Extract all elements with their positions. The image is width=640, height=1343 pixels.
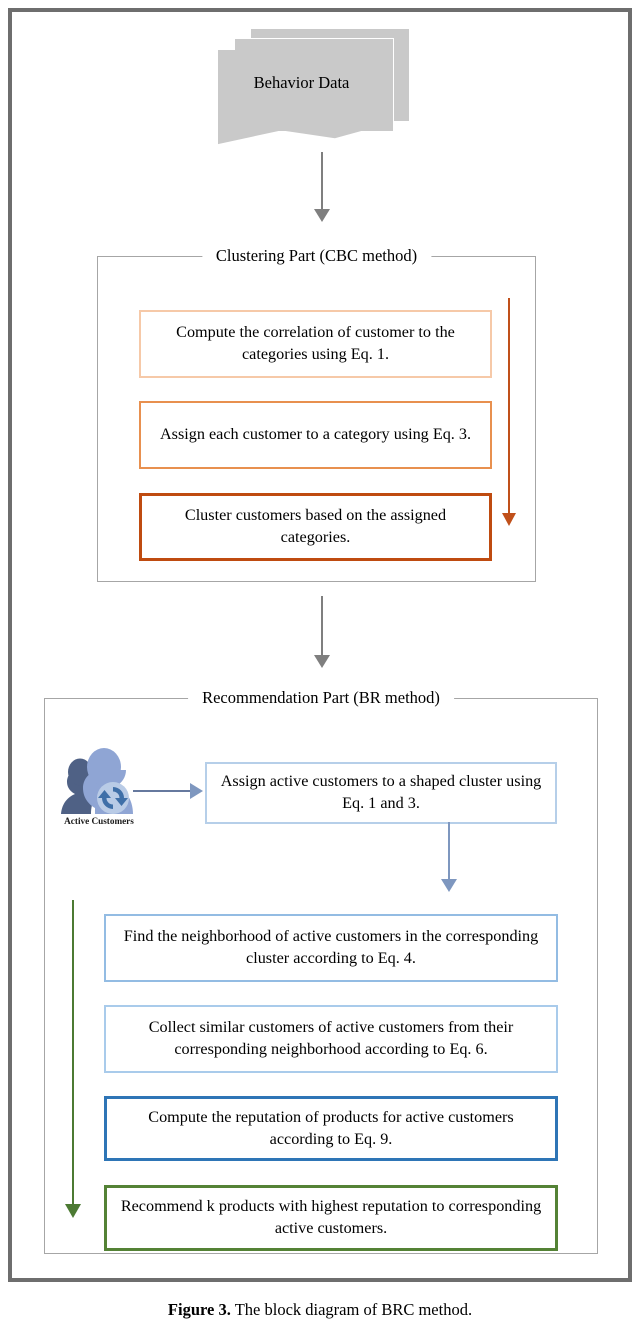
arrow-shaft — [321, 596, 323, 655]
behavior-data-node: Behavior Data — [218, 28, 418, 148]
active-customers-node: Active Customers — [52, 742, 146, 834]
arrow-shaft — [72, 900, 74, 1205]
arrow-head-icon — [65, 1204, 81, 1218]
document-sheet-front — [218, 50, 385, 145]
arrow-shaft — [321, 152, 323, 209]
recommendation-part-title: Recommendation Part (BR method) — [188, 688, 454, 708]
figure-caption: Figure 3. The block diagram of BRC metho… — [0, 1300, 640, 1320]
step-assign-customer-category-label: Assign each customer to a category using… — [159, 425, 472, 444]
step-cluster-customers[interactable]: Cluster customers based on the assigned … — [139, 493, 492, 561]
figure-caption-label: Figure 3. — [167, 1300, 231, 1319]
arrow-head-icon — [502, 513, 516, 526]
step-cluster-customers-label: Cluster customers based on the assigned … — [184, 506, 447, 546]
clustering-part-group: Clustering Part (CBC method) — [97, 246, 536, 582]
step-recommend-k-products-label: Recommend k products with highest reputa… — [120, 1197, 542, 1237]
figure-caption-text: The block diagram of BRC method. — [230, 1300, 473, 1319]
step-find-neighborhood[interactable]: Find the neighborhood of active customer… — [104, 914, 558, 982]
step-compute-correlation[interactable]: Compute the correlation of customer to t… — [139, 310, 492, 378]
step-recommend-k-products[interactable]: Recommend k products with highest reputa… — [104, 1185, 558, 1251]
arrow-actor-to-assign-step — [133, 782, 203, 800]
step-compute-correlation-label: Compute the correlation of customer to t… — [176, 323, 455, 363]
arrow-data-to-clustering — [312, 152, 332, 222]
brc-block-diagram: Behavior Data Clustering Part (CBC metho… — [44, 28, 598, 1254]
step-collect-similar-customers[interactable]: Collect similar customers of active cust… — [104, 1005, 558, 1073]
arrow-shaft — [133, 790, 190, 792]
two-people-sync-icon — [61, 748, 133, 814]
arrow-head-icon — [190, 783, 203, 799]
arrow-head-icon — [314, 209, 330, 222]
arrow-head-icon — [441, 879, 457, 892]
behavior-data-label: Behavior Data — [253, 73, 350, 92]
arrow-clustering-to-recommendation — [312, 596, 332, 668]
arrow-clustering-flow — [500, 298, 518, 526]
recommendation-part-group: Recommendation Part (BR method) — [44, 688, 598, 1254]
step-find-neighborhood-label: Find the neighborhood of active customer… — [123, 927, 539, 967]
step-assign-active-customers[interactable]: Assign active customers to a shaped clus… — [205, 762, 557, 824]
arrow-shaft — [508, 298, 510, 513]
step-collect-similar-customers-label: Collect similar customers of active cust… — [148, 1018, 514, 1058]
clustering-part-title: Clustering Part (CBC method) — [201, 246, 432, 266]
arrow-head-icon — [314, 655, 330, 668]
active-customers-label: Active Customers — [64, 816, 134, 826]
arrow-shaft — [448, 822, 450, 879]
arrow-recommendation-flow — [64, 900, 82, 1218]
step-compute-reputation-label: Compute the reputation of products for a… — [148, 1107, 514, 1148]
step-compute-reputation[interactable]: Compute the reputation of products for a… — [104, 1096, 558, 1161]
arrow-assign-to-find — [440, 822, 458, 892]
step-assign-active-customers-label: Assign active customers to a shaped clus… — [220, 772, 542, 812]
step-assign-customer-category[interactable]: Assign each customer to a category using… — [139, 401, 492, 469]
